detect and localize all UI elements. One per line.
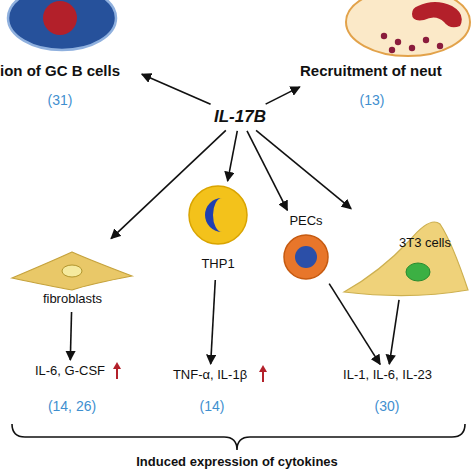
node-label: PECs xyxy=(278,214,334,229)
connector-arrow xyxy=(70,312,71,360)
connector-arrow xyxy=(247,131,287,210)
connector-arrow xyxy=(111,130,226,238)
cytokine-output: IL-6, G-CSF xyxy=(20,362,120,382)
node-label: IL-1, IL-6, IL-23 xyxy=(325,368,450,383)
reference-number: (14) xyxy=(182,398,242,414)
connector-arrow xyxy=(266,87,300,104)
node-label: THP1 xyxy=(180,257,256,272)
connector-arrow xyxy=(389,300,399,364)
cell-node: Recruitment of neut xyxy=(300,0,474,86)
reference-number: (13) xyxy=(342,92,402,108)
reference-number: (30) xyxy=(357,398,417,414)
node-label: Recruitment of neut xyxy=(300,62,474,79)
connector-arrow xyxy=(228,131,238,181)
node-label: TNF-α, IL-1β xyxy=(160,368,260,383)
connector-arrow xyxy=(211,280,216,364)
cell-node: PECs xyxy=(278,212,334,282)
increase-arrow xyxy=(259,365,267,382)
increase-arrow xyxy=(113,362,121,379)
connector-arrow xyxy=(256,130,351,208)
reference-number: (31) xyxy=(30,92,90,108)
node-label: ion of GC B cells xyxy=(0,62,140,79)
cell-node: ion of GC B cells xyxy=(0,0,140,86)
cell-node: THP1 xyxy=(180,183,256,278)
connector-arrow xyxy=(142,74,211,104)
cell-node: 3T3 cells xyxy=(340,210,472,298)
connector-arrow xyxy=(329,284,380,365)
node-label: fibroblasts xyxy=(10,292,135,307)
node-label: 3T3 cells xyxy=(385,236,465,251)
node-label: IL-6, G-CSF xyxy=(20,364,120,379)
cell-illustration xyxy=(340,210,472,298)
cytokine-output: TNF-α, IL-1β xyxy=(160,366,260,386)
cell-node: fibroblasts xyxy=(10,240,135,310)
curly-brace xyxy=(12,424,465,450)
node-label: IL-17B xyxy=(204,107,276,127)
cytokine-output: IL-1, IL-6, IL-23 xyxy=(325,366,450,386)
reference-number: (14, 26) xyxy=(27,398,117,414)
cytokine-hub: IL-17B xyxy=(204,105,276,129)
group-caption: Induced expression of cytokines xyxy=(87,455,387,470)
